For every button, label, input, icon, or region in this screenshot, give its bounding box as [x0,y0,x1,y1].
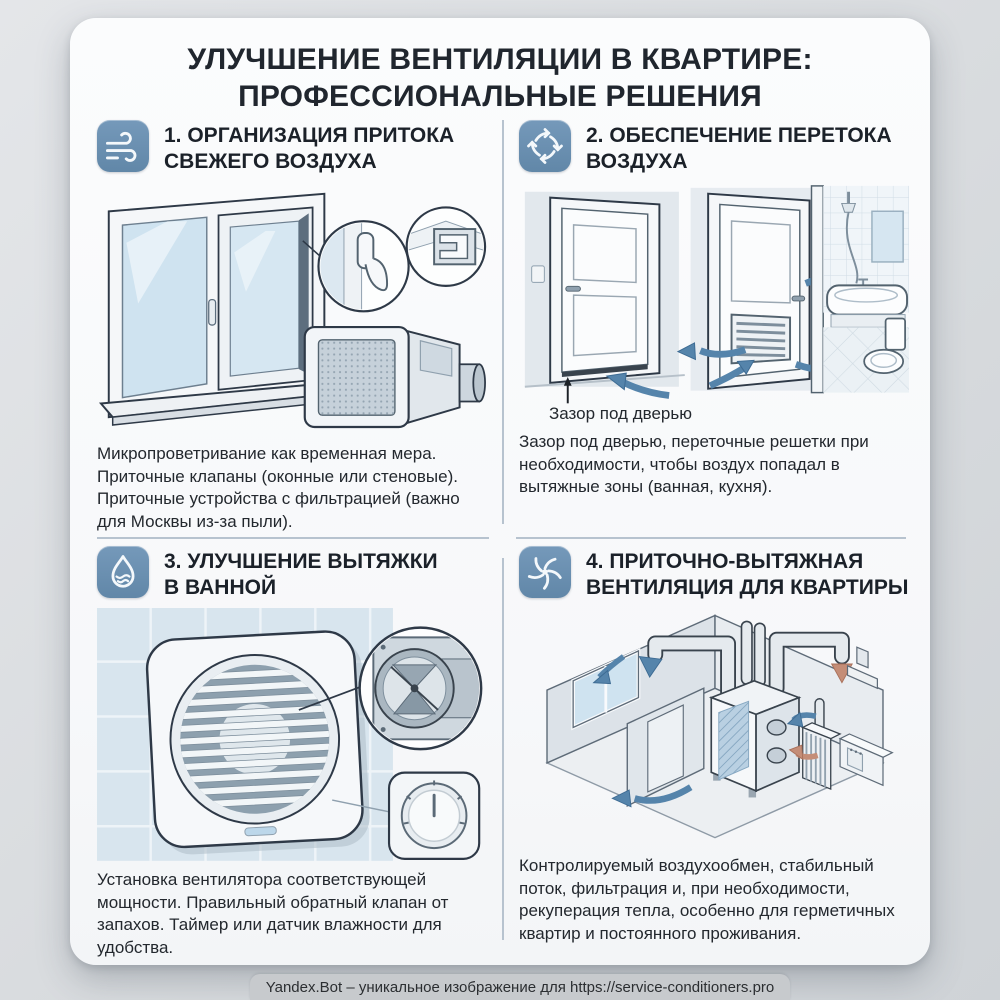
section2-title: 2. ОБЕСПЕЧЕНИЕ ПЕРЕТОКА ВОЗДУХА [586,120,892,174]
door-transfer-illustration [519,182,909,404]
window-handle-callout [317,220,410,313]
fan-icon [519,546,571,598]
airflow-arrows [592,654,819,808]
airflow-arrow [620,379,670,400]
callout-leader-line [302,240,321,258]
divider-horizontal-right [516,537,906,539]
section1-header: 1. ОРГАНИЗАЦИЯ ПРИТОКА СВЕЖЕГО ВОЗДУХА [97,120,489,174]
mirror [871,210,904,263]
section3-title: 3. УЛУЧШЕНИЕ ВЫТЯЖКИ В ВАННОЙ [164,546,438,600]
door-gap-caption: Зазор под дверью [549,403,692,423]
bathroom-scene [810,185,909,394]
section2-header: 2. ОБЕСПЕЧЕНИЕ ПЕРЕТОКА ВОЗДУХА [519,120,909,174]
divider-vertical-bottom [502,558,504,940]
section2-description: Зазор под дверью, переточные решетки при… [519,432,869,497]
supply-arrow-left [638,656,663,679]
toilet [863,317,906,375]
callout-leader-line [298,685,362,711]
section4-description: Контролируемый воздухообмен, стабильный … [519,856,895,943]
section-fresh-air-intake: 1. ОРГАНИЗАЦИЯ ПРИТОКА СВЕЖЕГО ВОЗДУХА [97,120,489,533]
kitchen [838,646,894,787]
transfer-grille [730,313,792,365]
section4-title-line1: 4. ПРИТОЧНО-ВЫТЯЖНАЯ [586,550,864,573]
section3-header: 3. УЛУЧШЕНИЕ ВЫТЯЖКИ В ВАННОЙ [97,546,489,600]
section3-title-line1: 3. УЛУЧШЕНИЕ ВЫТЯЖКИ [164,550,438,573]
section1-title-line1: 1. ОРГАНИЗАЦИЯ ПРИТОКА [164,124,455,147]
shower [841,191,859,284]
hrv-apartment-illustration [519,608,911,847]
section-air-transfer: 2. ОБЕСПЕЧЕНИЕ ПЕРЕТОКА ВОЗДУХА [519,120,909,499]
frame-profile-callout [405,206,487,288]
page-title-line1: УЛУЧШЕНИЕ ВЕНТИЛЯЦИИ В КВАРТИРЕ: [187,43,813,76]
section4-title: 4. ПРИТОЧНО-ВЫТЯЖНАЯ ВЕНТИЛЯЦИЯ ДЛЯ КВАР… [586,546,908,600]
wind-icon [97,120,149,172]
timer-dial [387,771,481,861]
hrv-unit [708,680,802,798]
dial-leader-line [332,799,390,813]
divider-vertical-top [502,120,504,524]
section2-title-line1: 2. ОБЕСПЕЧЕНИЕ ПЕРЕТОКА [586,124,892,147]
section4-title-line2: ВЕНТИЛЯЦИЯ ДЛЯ КВАРТИРЫ [586,575,909,599]
window-inflow-illustration [97,182,489,435]
watermark-bar: Yandex.Bot – уникальное изображение для … [250,974,790,1000]
section1-title: 1. ОРГАНИЗАЦИЯ ПРИТОКА СВЕЖЕГО ВОЗДУХА [164,120,454,174]
section2-title-line2: ВОЗДУХА [586,149,688,173]
humidity-drop-icon [97,546,149,598]
door-with-undercut [524,191,685,404]
exhaust-fan-illustration [97,608,489,862]
section-bathroom-exhaust: 3. УЛУЧШЕНИЕ ВЫТЯЖКИ В ВАННОЙ [97,546,489,959]
window [98,192,357,427]
divider-horizontal-left [97,537,489,539]
infographic-card: УЛУЧШЕНИЕ ВЕНТИЛЯЦИИ В КВАРТИРЕ: ПРОФЕСС… [70,18,930,965]
air-circulation-icon [519,120,571,172]
doorway [647,704,684,793]
page-title-line2: ПРОФЕССИОНАЛЬНЫЕ РЕШЕНИЯ [238,79,762,113]
page-title: УЛУЧШЕНИЕ ВЕНТИЛЯЦИИ В КВАРТИРЕ: ПРОФЕСС… [70,42,930,115]
exhaust-fan [145,630,370,855]
watermark-text: Yandex.Bot – уникальное изображение для … [265,978,775,996]
section1-description: Микропроветривание как временная мера. П… [97,444,460,531]
check-valve-callout [358,626,483,751]
section-supply-exhaust-ventilation: 4. ПРИТОЧНО-ВЫТЯЖНАЯ ВЕНТИЛЯЦИЯ ДЛЯ КВАР… [519,546,911,946]
section3-title-line2: В ВАННОЙ [164,575,277,599]
section4-header: 4. ПРИТОЧНО-ВЫТЯЖНАЯ ВЕНТИЛЯЦИЯ ДЛЯ КВАР… [519,546,911,600]
section3-description: Установка вентилятора соответствующей мо… [97,870,449,957]
wall-inlet-valve [303,326,486,429]
section1-title-line2: СВЕЖЕГО ВОЗДУХА [164,149,377,173]
duct-network [647,620,850,733]
